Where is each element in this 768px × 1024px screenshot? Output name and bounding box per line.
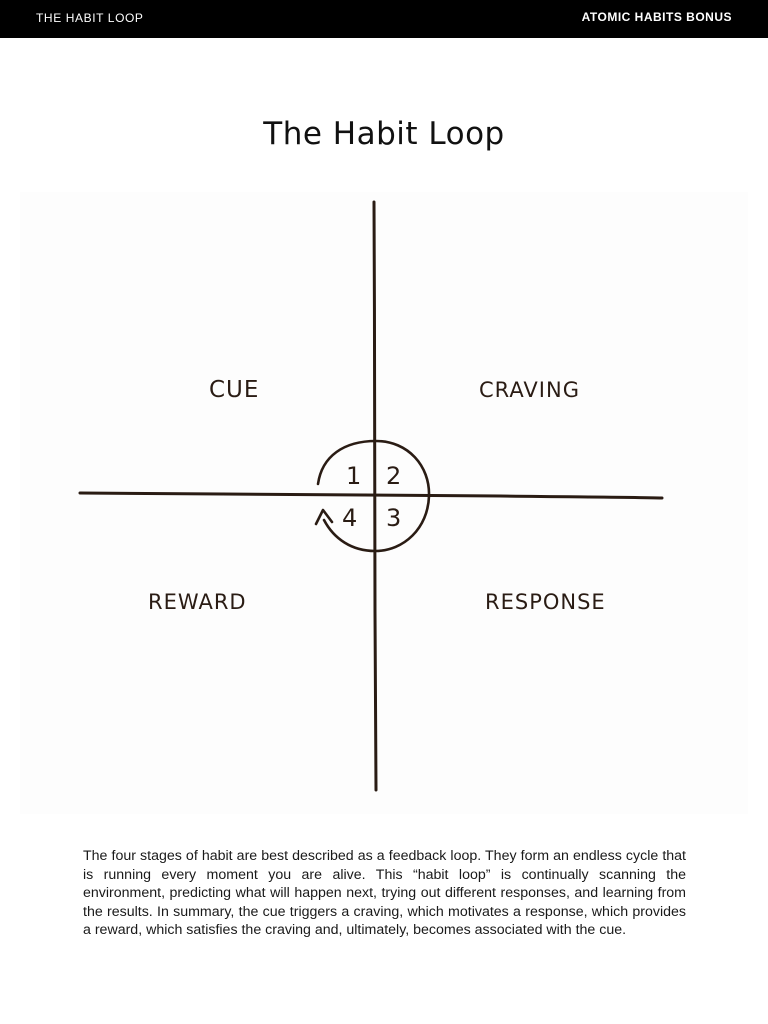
loop-circle — [316, 439, 431, 553]
body-paragraph: The four stages of habit are best descri… — [83, 848, 686, 938]
quadrant-label-response: RESPONSE — [485, 590, 606, 614]
stage-number-1: 1 — [346, 462, 361, 490]
habit-loop-drawing: CUE CRAVING REWARD RESPONSE 1 2 3 4 — [78, 200, 664, 792]
habit-loop-diagram: CUE CRAVING REWARD RESPONSE 1 2 3 4 — [20, 192, 748, 814]
page-title: The Habit Loop — [263, 116, 505, 152]
stage-number-4: 4 — [342, 504, 357, 532]
quadrant-label-reward: REWARD — [148, 590, 247, 614]
loop-arrowhead-icon — [314, 508, 334, 526]
vertical-axis-line — [372, 200, 378, 792]
stage-number-3: 3 — [386, 504, 401, 532]
header-book-label: ATOMIC HABITS BONUS — [581, 10, 732, 24]
header-section-label: THE HABIT LOOP — [36, 11, 144, 25]
header-bar: THE HABIT LOOP ATOMIC HABITS BONUS — [0, 0, 768, 38]
quadrant-label-craving: CRAVING — [479, 378, 580, 402]
quadrant-label-cue: CUE — [209, 377, 259, 403]
stage-number-2: 2 — [386, 462, 401, 490]
horizontal-axis-line — [78, 491, 664, 500]
